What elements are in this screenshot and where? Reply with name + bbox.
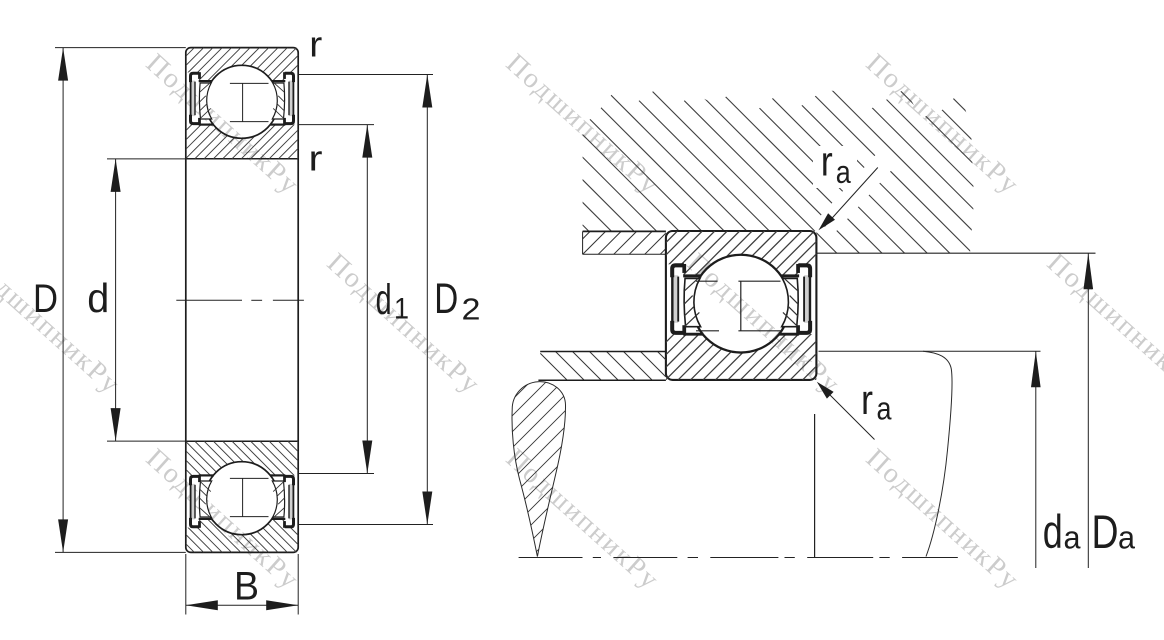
svg-text:r: r [309,138,323,179]
svg-text:D: D [434,275,458,323]
svg-text:a: a [877,391,892,427]
svg-text:d: d [376,276,392,324]
svg-text:a: a [836,154,851,190]
svg-text:r: r [821,138,833,185]
svg-text:D: D [33,277,58,321]
svg-text:D: D [1092,505,1119,558]
svg-text:1: 1 [394,293,409,326]
svg-text:B: B [234,564,259,608]
svg-text:d: d [87,275,109,321]
svg-text:r: r [309,24,322,65]
svg-text:2: 2 [462,292,481,327]
svg-text:d: d [1043,505,1063,558]
svg-text:a: a [1118,519,1135,555]
svg-text:a: a [1064,519,1081,555]
svg-text:r: r [861,376,873,423]
